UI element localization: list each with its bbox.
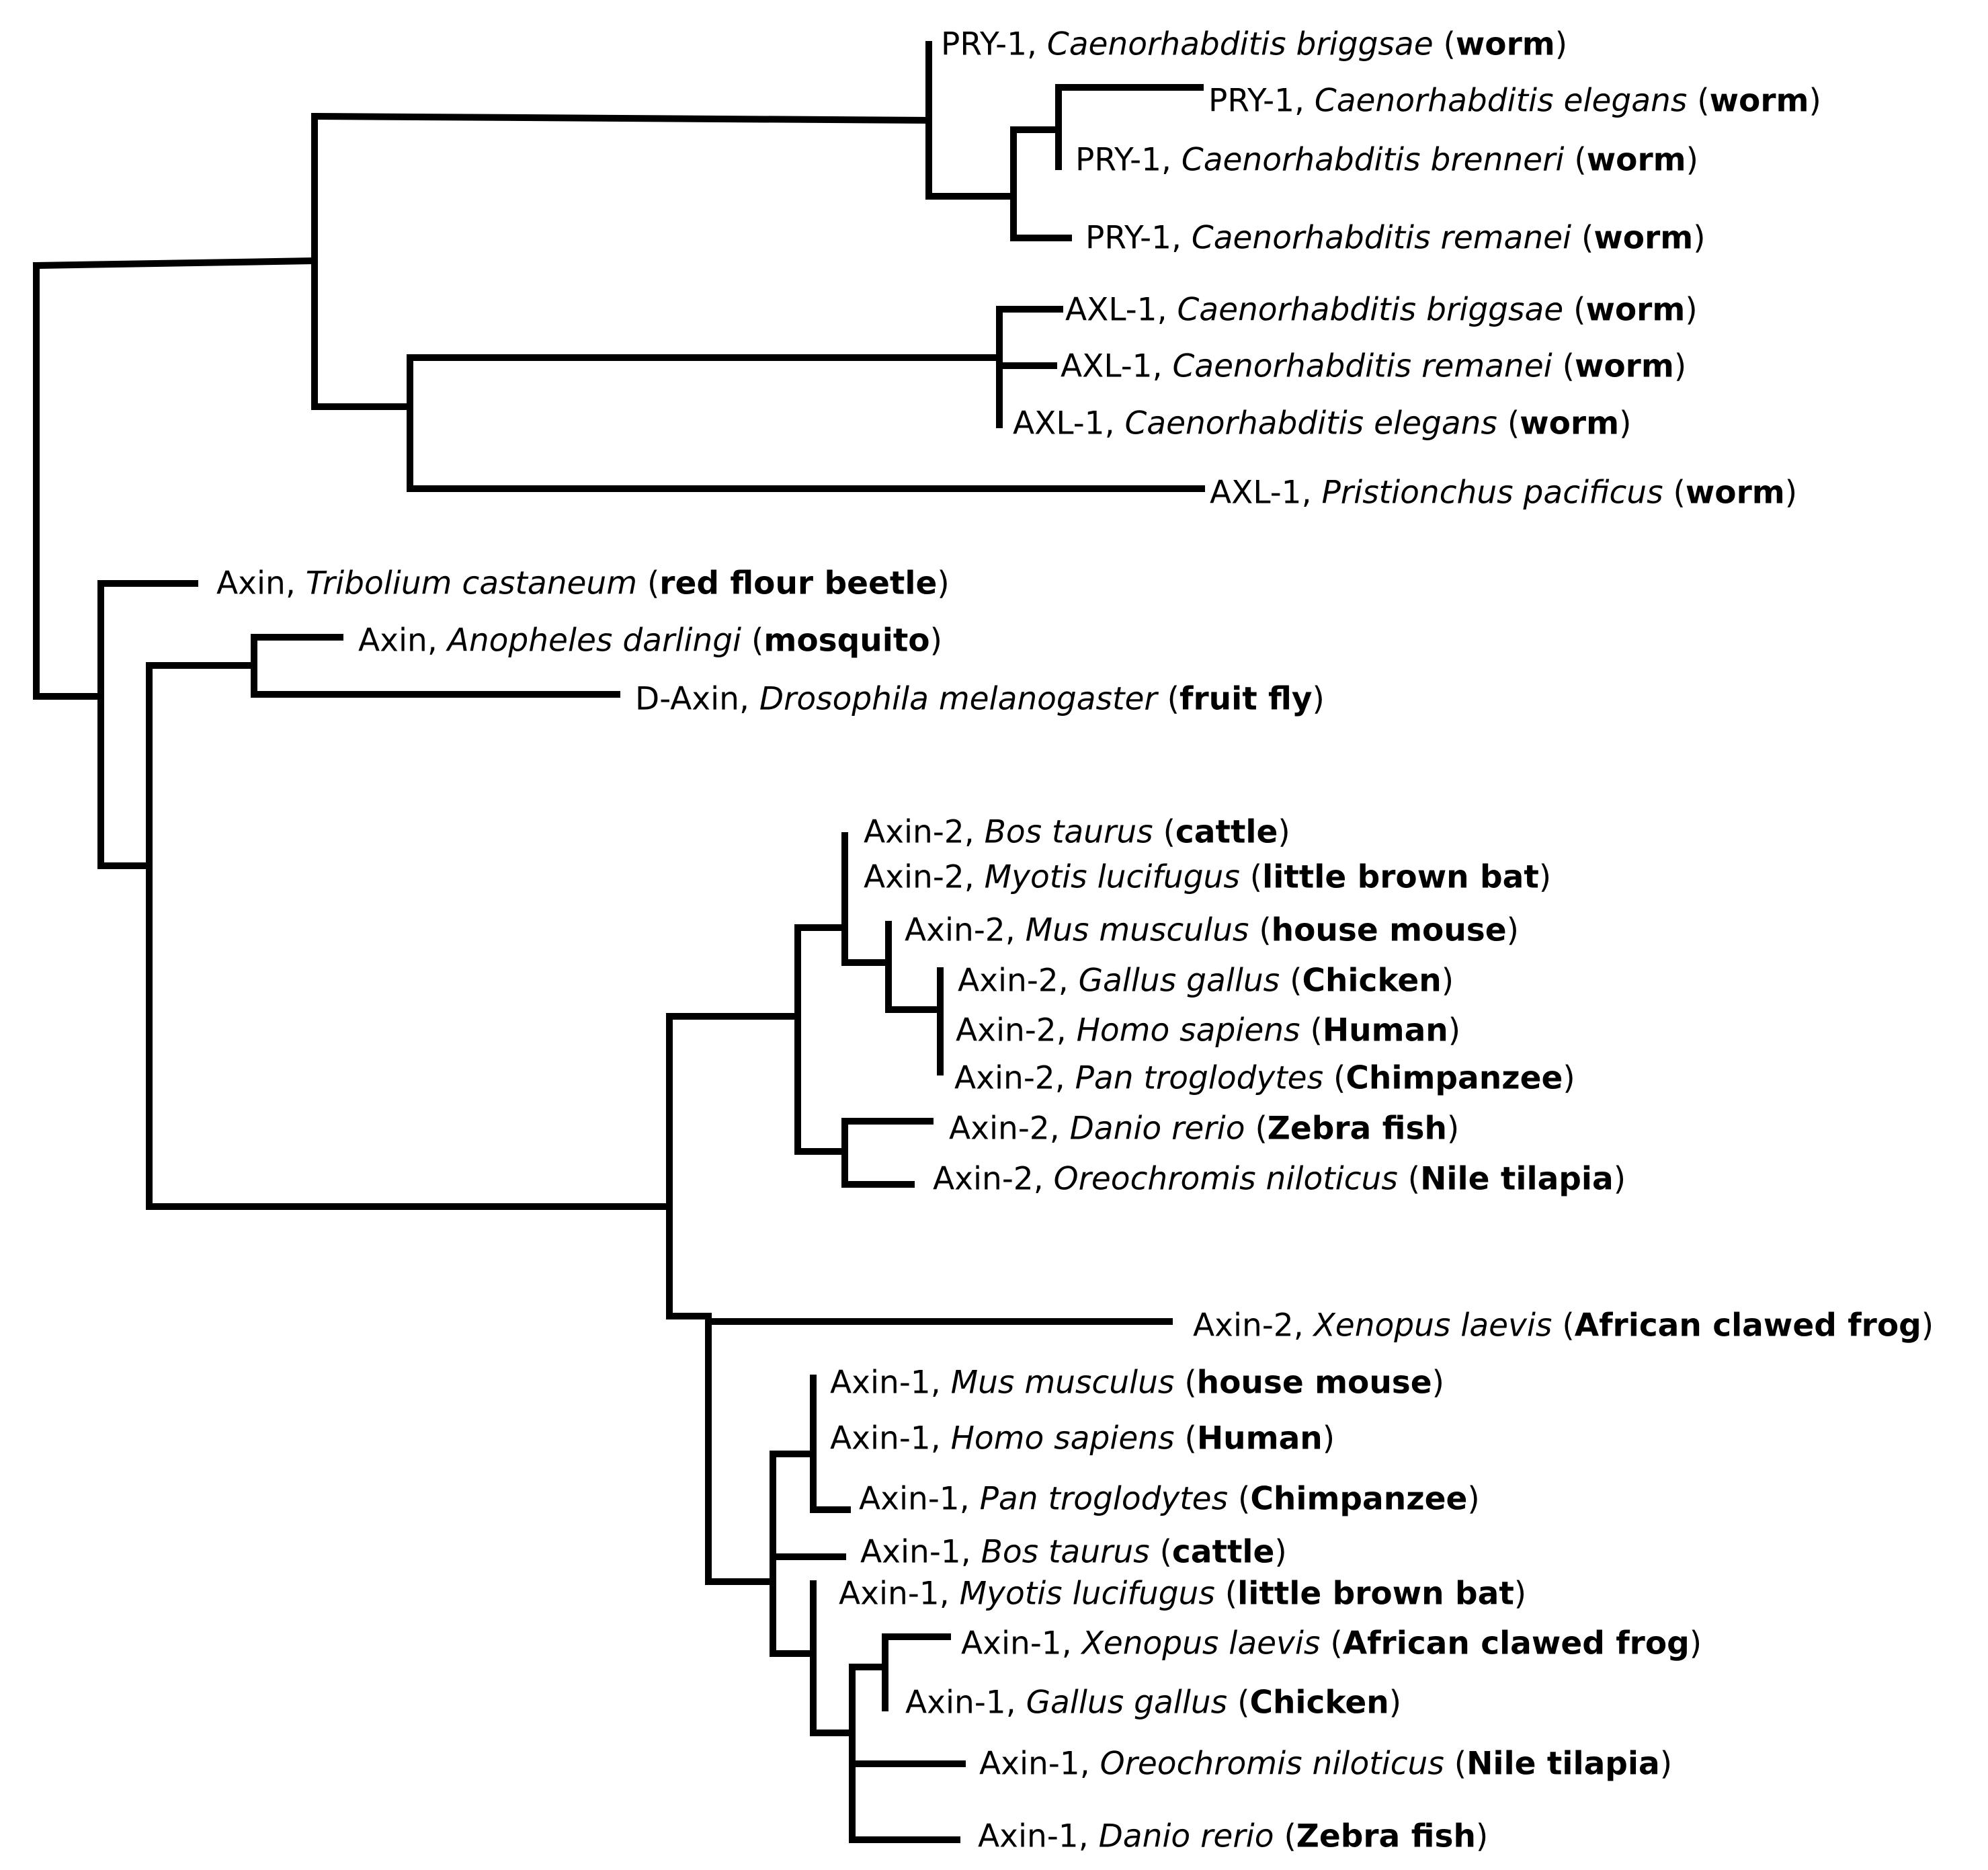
leaf-label: Axin-2, Gallus gallus (Chicken) [958,962,1454,1000]
leaf-label: PRY-1, Caenorhabditis briggsae (worm) [941,26,1568,63]
leaf-label: Axin-2, Pan troglodytes (Chimpanzee) [954,1059,1575,1097]
tree-branch [310,112,933,124]
leaf-label: Axin-2, Myotis lucifugus (little brown b… [864,858,1552,896]
leaf-label: Axin-2, Danio rerio (Zebra fish) [949,1110,1460,1147]
leaf-label: Axin-1, Xenopus laevis (African clawed f… [961,1625,1702,1662]
leaf-label: Axin-1, Oreochromis niloticus (Nile tila… [979,1745,1673,1783]
leaf-label: Axin, Tribolium castaneum (red flour bee… [216,565,950,602]
leaf-label: PRY-1, Caenorhabditis remanei (worm) [1085,219,1706,257]
leaf-label: Axin-2, Mus musculus (house mouse) [905,911,1519,949]
leaf-label: Axin-1, Gallus gallus (Chicken) [905,1684,1402,1721]
leaf-label: AXL-1, Caenorhabditis elegans (worm) [1013,405,1632,442]
leaf-label: AXL-1, Caenorhabditis remanei (worm) [1061,348,1687,385]
leaf-label: Axin, Anopheles darlingi (mosquito) [358,622,942,659]
leaf-label: Axin-2, Bos taurus (cattle) [864,813,1290,851]
tree-branch [32,257,319,270]
leaf-label: Axin-1, Bos taurus (cattle) [860,1533,1287,1571]
leaf-label: Axin-1, Danio rerio (Zebra fish) [978,1818,1489,1855]
leaf-label: Axin-2, Homo sapiens (Human) [956,1012,1461,1049]
leaf-label: AXL-1, Caenorhabditis briggsae (worm) [1065,291,1698,329]
leaf-label: Axin-1, Myotis lucifugus (little brown b… [839,1575,1527,1613]
leaf-label: D-Axin, Drosophila melanogaster (fruit f… [635,680,1325,718]
leaf-label: Axin-1, Homo sapiens (Human) [830,1420,1335,1457]
leaf-label: Axin-2, Oreochromis niloticus (Nile tila… [933,1160,1626,1198]
leaf-label: Axin-1, Mus musculus (house mouse) [830,1364,1444,1401]
leaf-label: PRY-1, Caenorhabditis brenneri (worm) [1075,141,1698,179]
leaf-label: PRY-1, Caenorhabditis elegans (worm) [1208,82,1821,120]
leaf-label: Axin-1, Pan troglodytes (Chimpanzee) [859,1480,1480,1518]
leaf-label: Axin-2, Xenopus laevis (African clawed f… [1193,1307,1934,1344]
leaf-label: AXL-1, Pristionchus pacificus (worm) [1210,474,1798,512]
